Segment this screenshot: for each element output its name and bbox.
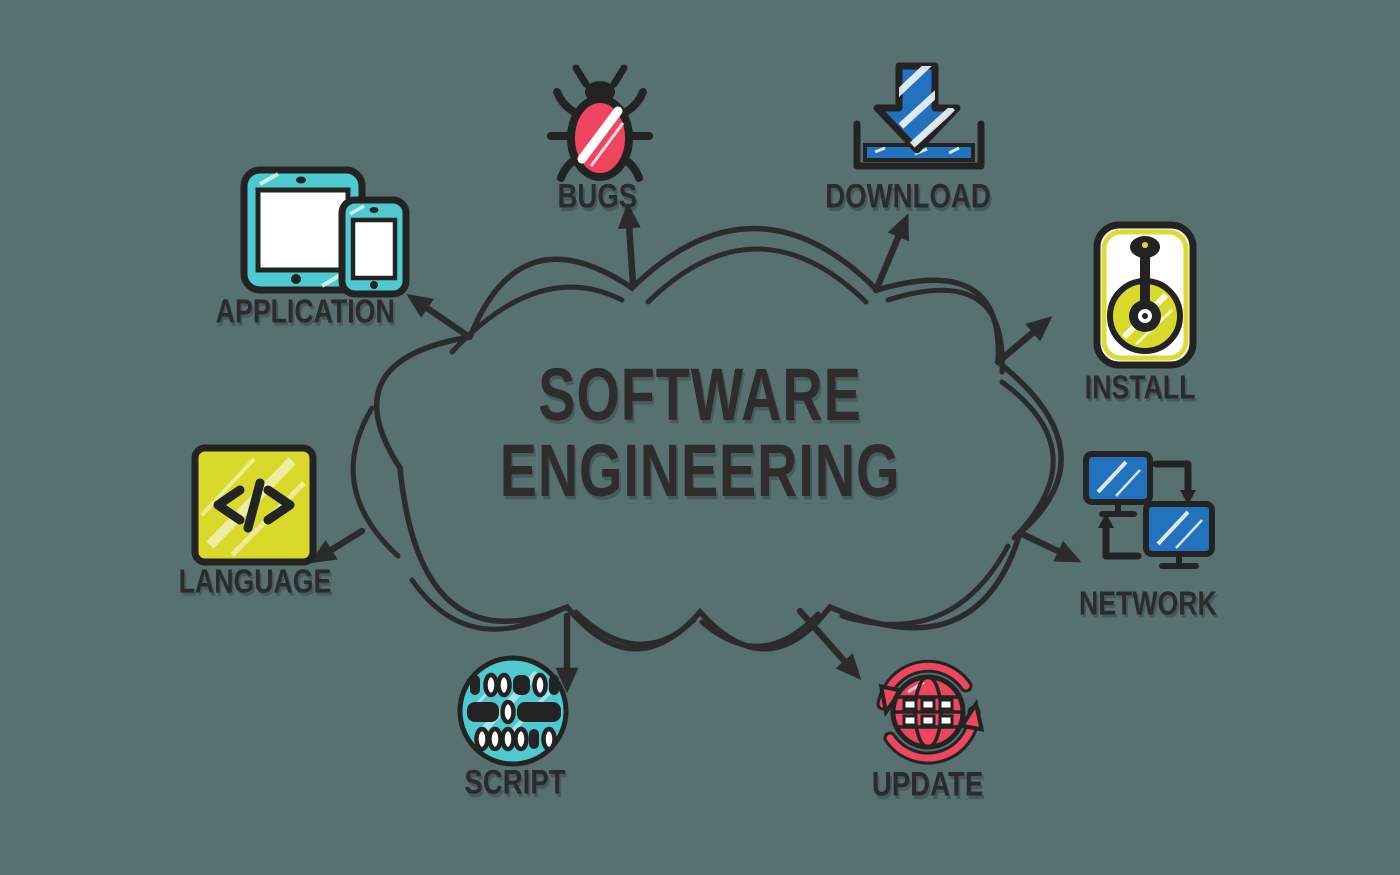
download-arrow-tray-icon [853,62,985,170]
arrow-to-network [1016,529,1082,563]
update-label: UPDATE [871,765,984,804]
globe-refresh-icon [876,659,985,765]
bugs-label: BUGS [557,177,638,216]
language-label: LANGUAGE [178,563,332,601]
monitors-sync-icon [1083,451,1215,569]
arrow-to-update [796,607,862,681]
install-label: INSTALL [1084,369,1196,407]
tablet-phone-icon [240,166,410,298]
arrow-to-application [406,293,472,340]
cloud-title: SOFTWARE ENGINEERING [390,354,1010,513]
arrow-to-download [872,213,909,294]
download-label: DOWNLOAD [824,177,991,216]
arrow-to-language [309,527,366,564]
application-label: APPLICATION [215,293,395,331]
code-brackets-icon [191,444,317,566]
title-line-software: SOFTWARE [538,354,862,437]
bug-icon [547,64,653,182]
network-label: NETWORK [1078,585,1217,623]
cloud-inner-sketch-arcs [350,246,1056,649]
script-label: SCRIPT [464,763,566,802]
disk-drive-icon [1093,221,1197,369]
arrow-to-bugs [617,202,641,288]
binary-circle-icon [457,655,569,767]
cloud-outline [374,225,1064,652]
arrow-to-install [994,316,1053,366]
title-line-engineering: ENGINEERING [499,430,901,513]
